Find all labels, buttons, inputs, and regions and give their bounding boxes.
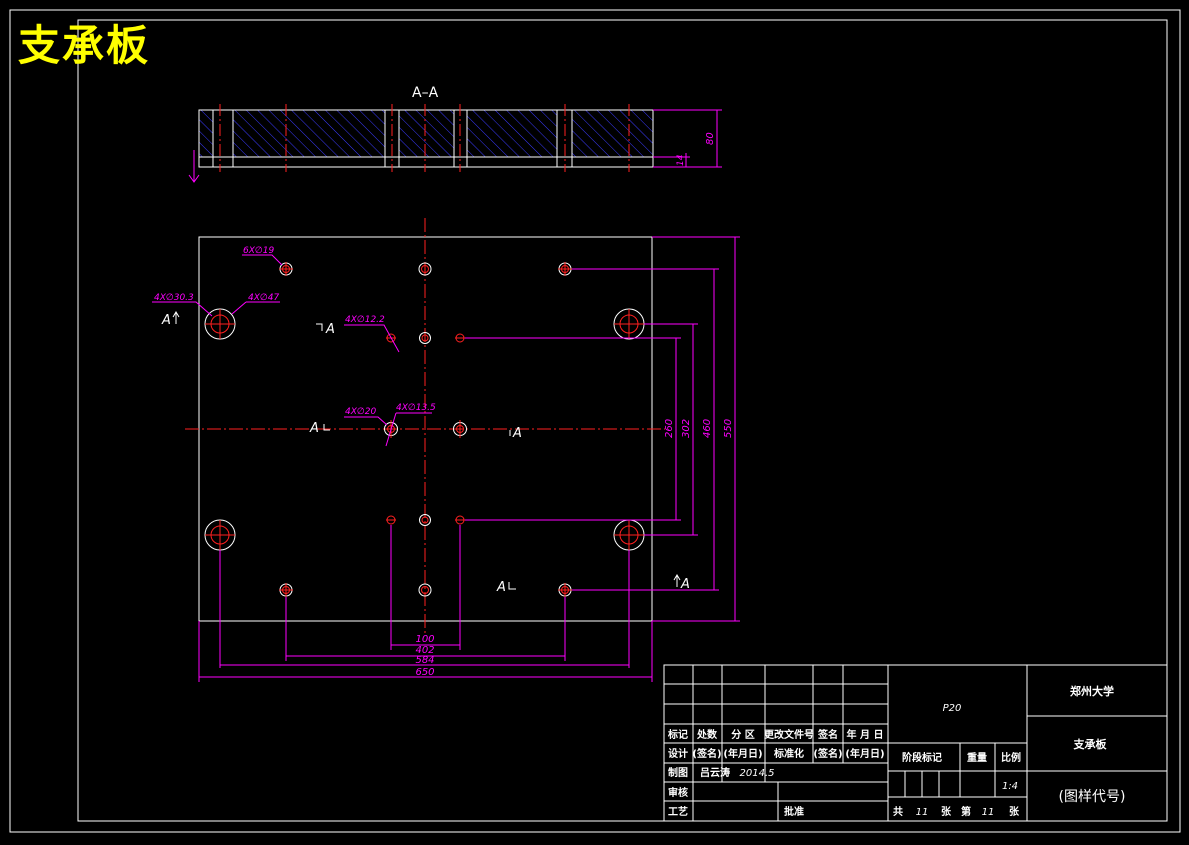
- outer-frame: [9, 9, 1181, 833]
- tb-drafter-name: 吕云涛: [700, 766, 730, 779]
- tb-part-name: 支承板: [1073, 737, 1108, 751]
- hole-19: [279, 262, 293, 276]
- callout-four-13-5: 4X∅13.5: [396, 403, 436, 413]
- leader-four-13-5: [385, 412, 397, 447]
- tb-sheet-unit: 张: [1009, 805, 1020, 818]
- tb-header-cell: 年 月 日: [847, 728, 884, 741]
- tb-header-cell: 分 区: [731, 728, 754, 741]
- hole-12-2: [455, 515, 465, 525]
- dim-text-100: 100: [415, 634, 434, 645]
- tb-design-cell: (签名): [813, 747, 842, 760]
- drawing-title: 支承板: [18, 21, 151, 70]
- tb-review: 审核: [668, 786, 688, 799]
- leader-six-19: [242, 254, 283, 266]
- dim-text-584: 584: [415, 655, 434, 666]
- tb-design-cell: (签名): [692, 747, 721, 760]
- section-mark-label: A: [680, 577, 690, 592]
- hole-20-13-5: [453, 420, 467, 438]
- hole-12-2: [455, 333, 465, 343]
- dim-text-650: 650: [415, 667, 434, 678]
- dim-text-302: 302: [681, 419, 692, 438]
- tb-university: 郑州大学: [1070, 684, 1114, 698]
- hole-on-axis: [419, 514, 431, 526]
- plan-view: 6X∅19 4X∅30.3 4X∅47 4X∅12.2 4X∅20 4X∅13.…: [152, 218, 740, 682]
- section-mark-arrow: [172, 311, 180, 318]
- section-hatch-c: [399, 110, 454, 157]
- section-outline: [198, 109, 654, 168]
- counterbore-hole: [613, 308, 645, 340]
- section-mark-arrow: [508, 582, 516, 590]
- tb-material: P20: [943, 703, 962, 714]
- section-mark-arrow: [323, 424, 330, 431]
- leader-four-12-2: [344, 324, 400, 353]
- dim-text-550: 550: [723, 419, 734, 438]
- tb-drawing-no: (图样代号): [1059, 789, 1126, 805]
- tb-sheet-no-label: 第: [961, 805, 971, 818]
- hole-19: [279, 583, 293, 597]
- tb-scale-label: 比例: [1001, 751, 1021, 764]
- section-mark-label: A: [496, 580, 506, 595]
- section-hatch-b: [233, 110, 385, 157]
- callout-six-19: 6X∅19: [243, 246, 274, 256]
- tb-approve: 批准: [784, 805, 804, 818]
- tb-sheet-no: 11: [982, 807, 995, 818]
- tb-sheets-total: 11: [916, 807, 929, 818]
- callout-four-30-3: 4X∅30.3: [154, 293, 194, 303]
- tb-header-cell: 标记: [667, 728, 688, 741]
- dim-text-460: 460: [702, 419, 713, 438]
- section-mark-label: A: [309, 421, 319, 436]
- tb-design-cell: (年月日): [723, 747, 762, 760]
- section-mark-arrow: [673, 574, 681, 581]
- tb-header-cell: 更改文件号: [764, 728, 814, 741]
- tb-scale-value: 1:4: [1002, 781, 1018, 792]
- section-hatch-a: [199, 110, 213, 157]
- tb-design-cell: (年月日): [845, 747, 884, 760]
- section-view: A–A: [188, 85, 722, 183]
- leader-four-47: [231, 301, 247, 315]
- tb-craft: 工艺: [668, 805, 688, 818]
- hole-19: [558, 583, 572, 597]
- hole-19: [418, 583, 432, 597]
- leader-four-20: [344, 416, 388, 426]
- leader-four-30-3: [152, 301, 213, 317]
- dim-text-260: 260: [664, 419, 675, 438]
- section-view-title: A–A: [412, 85, 439, 101]
- section-hatch-e: [572, 110, 653, 157]
- tb-design-cell: 标准化: [773, 747, 804, 760]
- dim-text-14: 14: [676, 154, 686, 166]
- title-block: [663, 664, 1168, 822]
- tb-header-cell: 签名: [817, 728, 838, 741]
- tb-draw-cell: 制图: [668, 766, 688, 779]
- tb-sheets-total-label: 共: [893, 805, 903, 818]
- callout-four-47: 4X∅47: [248, 293, 279, 303]
- hole-12-2: [386, 515, 396, 525]
- tb-stage-mark: 阶段标记: [902, 751, 942, 764]
- tb-sheets-unit: 张: [941, 805, 952, 818]
- dim-text-80: 80: [705, 132, 716, 145]
- callout-four-20: 4X∅20: [345, 407, 376, 417]
- hole-19: [558, 262, 572, 276]
- tb-draw-date: 2014.5: [740, 768, 775, 779]
- section-mark-label: A: [161, 313, 171, 328]
- callout-four-12-2: 4X∅12.2: [345, 315, 385, 325]
- tb-design-cell: 设计: [668, 747, 688, 760]
- dim-text-402: 402: [415, 645, 434, 656]
- hole-on-axis: [419, 332, 431, 344]
- section-mark-label: A: [512, 426, 522, 441]
- section-mark-arrow: [316, 323, 323, 331]
- section-hatch-d: [467, 110, 557, 157]
- section-mark-label: A: [325, 322, 335, 337]
- inner-frame: [77, 19, 1168, 822]
- counterbore-hole: [613, 519, 645, 551]
- counterbore-hole: [204, 519, 236, 551]
- tb-header-cell: 处数: [696, 728, 718, 741]
- hole-19: [418, 262, 432, 276]
- counterbore-hole: [204, 308, 236, 340]
- cut-mark: [188, 174, 200, 183]
- tb-weight: 重量: [967, 751, 987, 764]
